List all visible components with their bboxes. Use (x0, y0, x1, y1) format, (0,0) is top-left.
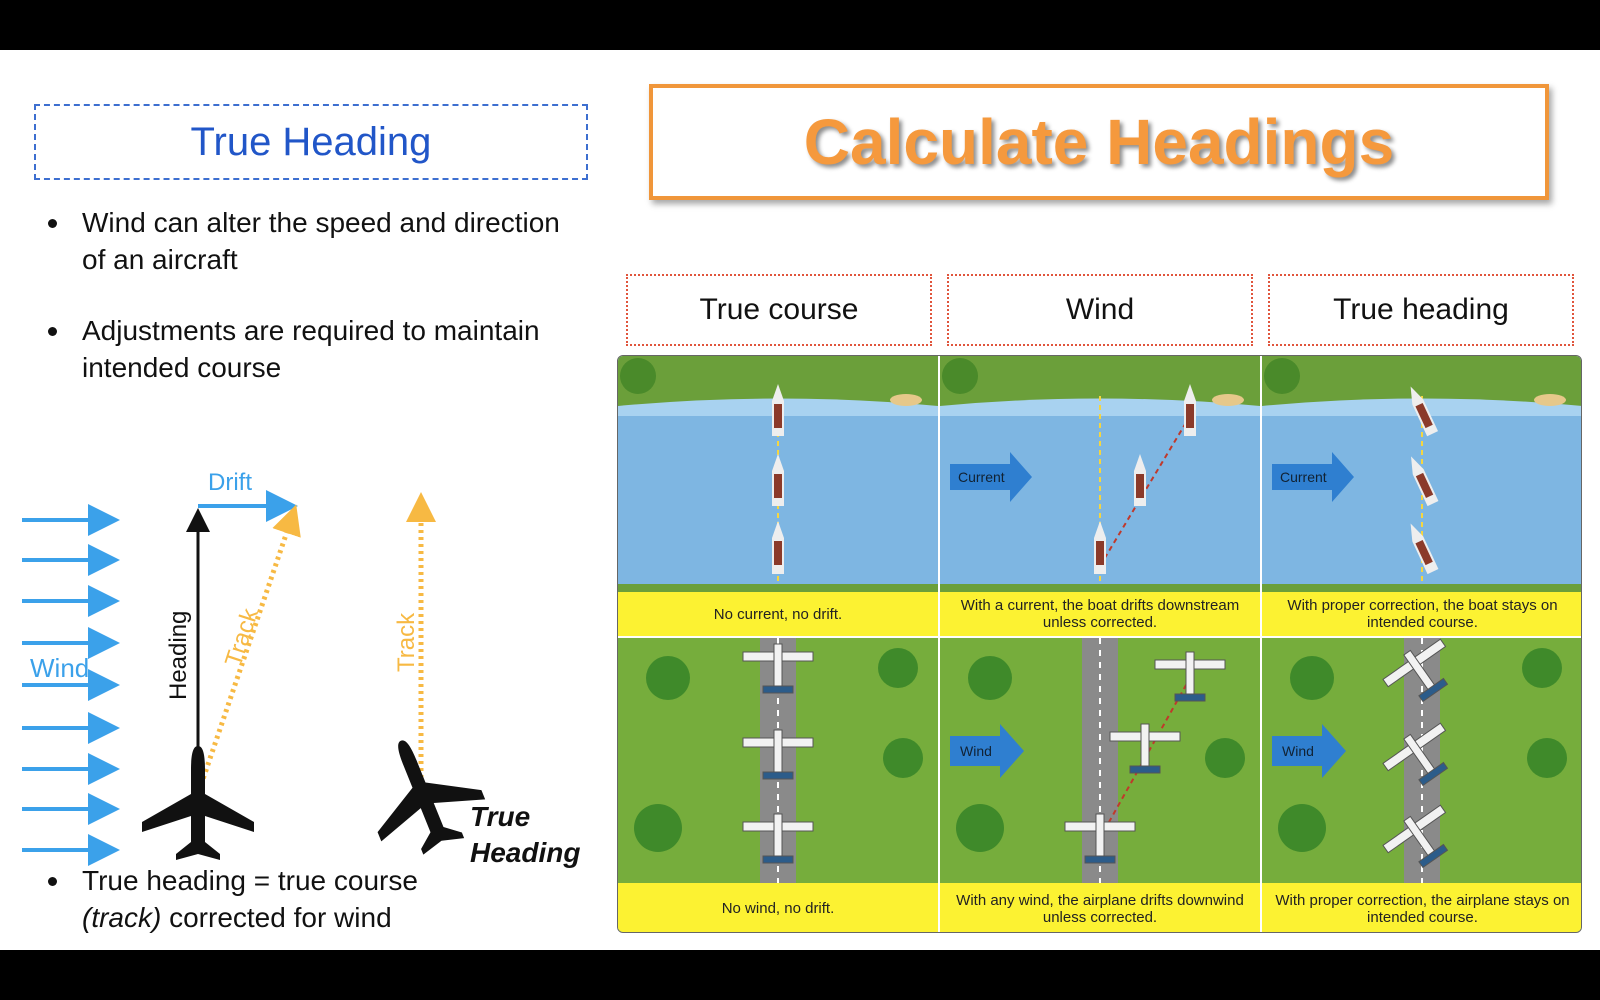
airplane-icon (742, 643, 814, 694)
caption-plane-corrected: With proper correction, the airplane sta… (1262, 883, 1581, 932)
current-arrow-icon (950, 452, 1032, 502)
true-heading-label-line2: Heading (470, 837, 580, 868)
crabbed-airplane-icon (377, 740, 486, 855)
caption-no-wind: No wind, no drift. (618, 883, 938, 932)
column-header-wind: Wind (947, 274, 1253, 346)
definition-italic: (track) (82, 902, 162, 933)
boat-icon (1184, 384, 1196, 436)
boat-icon (1410, 523, 1439, 575)
wind-label: Wind (30, 653, 89, 683)
current-label: Current (1280, 469, 1327, 485)
airplane-icon (1154, 651, 1226, 702)
bullet-text: Wind can alter the speed and direction o… (82, 207, 560, 275)
airplane-icon (1064, 813, 1136, 864)
airplane-icon (742, 813, 814, 864)
boat-icon (1410, 386, 1439, 437)
caption-boat-corrected: With proper correction, the boat stays o… (1262, 592, 1581, 636)
airplane-icon (1109, 723, 1181, 774)
wind-label: Wind (960, 743, 992, 759)
bullet-adjustments: Adjustments are required to maintain int… (40, 312, 560, 386)
boat-icon (1094, 521, 1106, 574)
true-heading-title-box: True Heading (34, 104, 588, 180)
wind-label: Wind (1282, 743, 1314, 759)
heading-label: Heading (165, 611, 192, 700)
bullet-dot (48, 219, 57, 228)
calculate-headings-title: Calculate Headings (803, 106, 1395, 178)
boat-icon (1411, 456, 1439, 507)
track-label-1: Track (220, 604, 264, 670)
boat-icon (1134, 454, 1146, 506)
wind-arrows (22, 504, 120, 866)
current-label: Current (958, 469, 1005, 485)
bullet-text: Adjustments are required to maintain int… (82, 315, 540, 383)
boat-panel-current-drift: Current With a current, the boat drifts … (940, 356, 1260, 636)
column-header-true-course: True course (626, 274, 932, 346)
boat-icon (772, 384, 784, 436)
bullet-wind-alters: Wind can alter the speed and direction o… (40, 204, 560, 278)
wind-drift-diagram: Wind Drift Heading Track Track True Head… (22, 469, 580, 868)
bullet-dot (48, 877, 57, 886)
wind-arrow-icon (950, 724, 1024, 778)
plane-panel-no-wind: No wind, no drift. (618, 638, 938, 932)
true-heading-label-line1: True (470, 801, 530, 832)
drift-label: Drift (208, 469, 252, 496)
boat-icon (772, 454, 784, 506)
true-heading-title: True Heading (190, 119, 432, 164)
track-label-2: Track (393, 612, 420, 672)
river-scene (618, 356, 938, 636)
caption-wind-drift: With any wind, the airplane drifts downw… (940, 883, 1260, 932)
airplane-icon (742, 729, 814, 780)
river-scene: Current (1262, 356, 1581, 636)
airplane-icon (142, 746, 254, 860)
boat-panel-no-current: No current, no drift. (618, 356, 938, 636)
definition-prefix: True heading = true course (82, 865, 418, 896)
airplane-icon (1382, 804, 1449, 869)
bullet-dot (48, 327, 57, 336)
definition-suffix: corrected for wind (161, 902, 392, 933)
wind-arrow-icon (1272, 724, 1346, 778)
bullet-true-heading-definition: True heading = true course (track) correc… (40, 862, 560, 936)
river-scene: Current (940, 356, 1260, 636)
track-arrow (198, 504, 301, 786)
slide: { "left": { "title": "True Heading", "bu… (0, 50, 1600, 950)
heading-illustration-grid: No current, no drift. Current With a cur… (617, 355, 1582, 933)
airplane-icon (1382, 638, 1449, 703)
caption-no-current: No current, no drift. (618, 592, 938, 636)
airplane-icon (1382, 722, 1449, 787)
plane-panel-corrected: Wind With proper correction, the airplan… (1262, 638, 1581, 932)
calculate-headings-title-box: Calculate Headings (649, 84, 1549, 200)
column-header-true-heading: True heading (1268, 274, 1574, 346)
plane-panel-wind-drift: Wind With any wind, the airplane drifts … (940, 638, 1260, 932)
boat-icon (772, 521, 784, 574)
caption-current-drift: With a current, the boat drifts downstre… (940, 592, 1260, 636)
current-arrow-icon (1272, 452, 1354, 502)
boat-panel-corrected: Current With proper correction, the boat… (1262, 356, 1581, 636)
